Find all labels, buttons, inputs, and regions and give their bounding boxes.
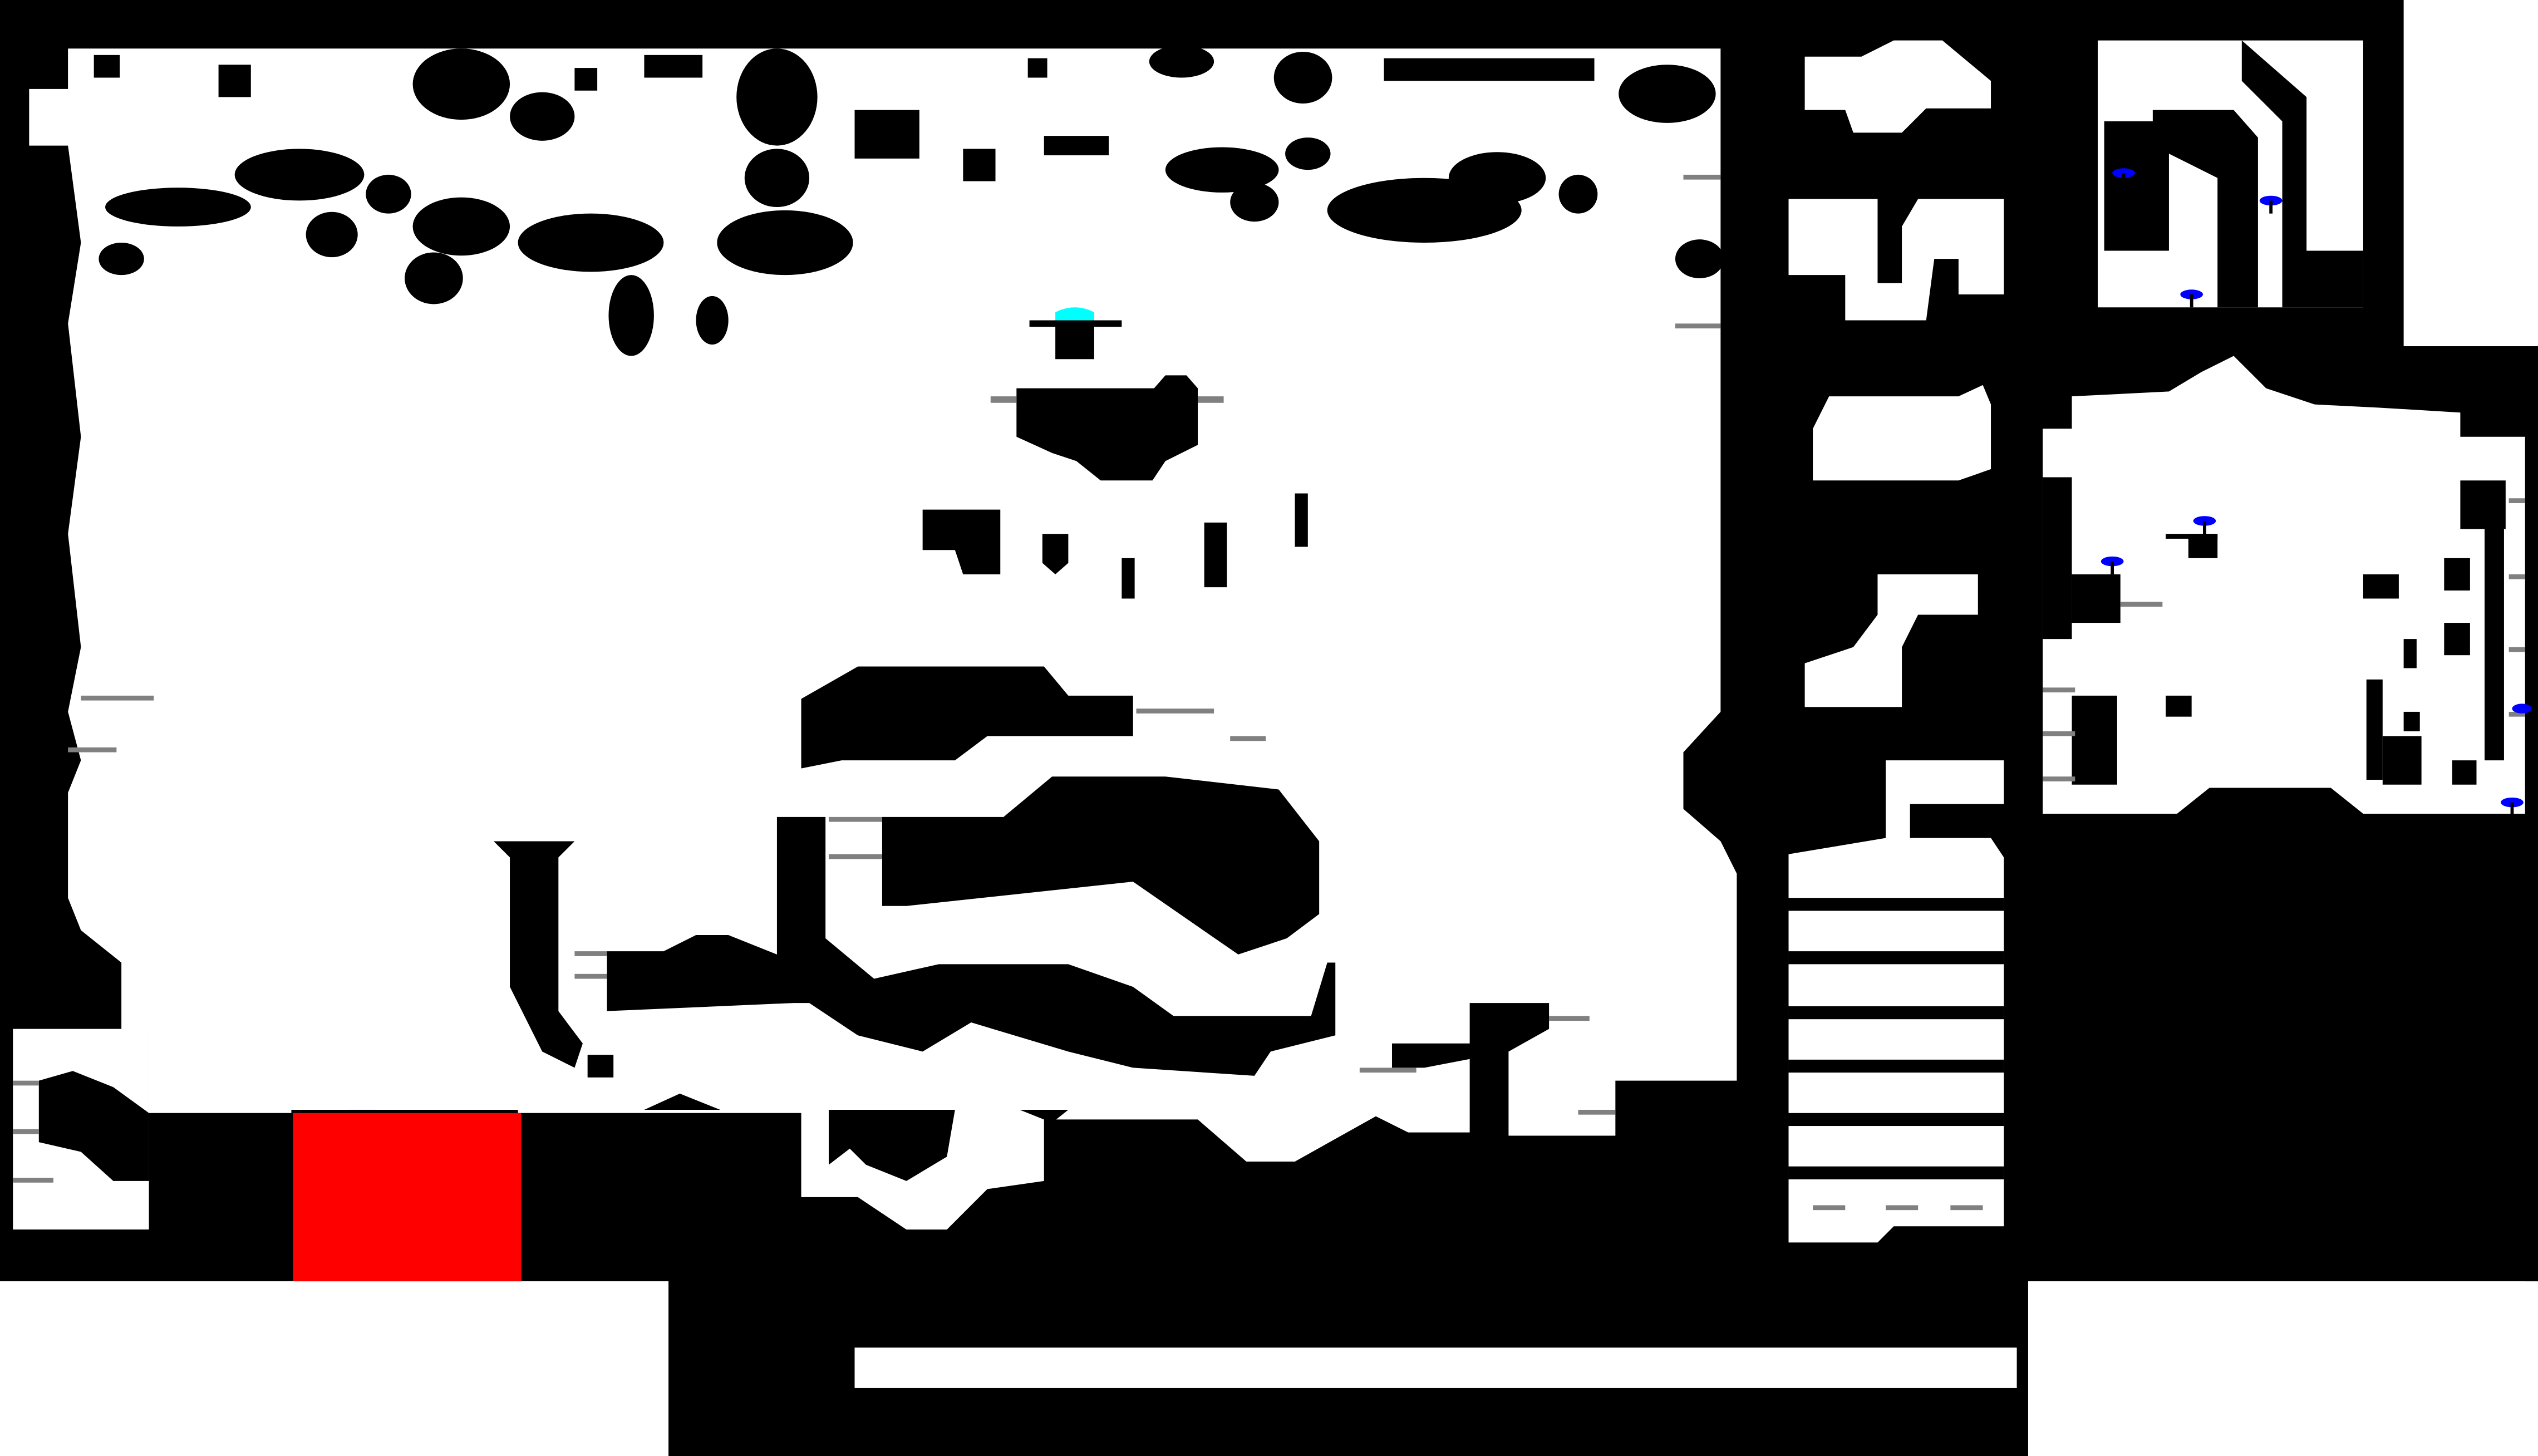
outside-bottom-left: [0, 1281, 669, 1456]
bottom-corridor: [854, 1347, 2017, 1388]
room-column-2: [1788, 199, 2004, 321]
floating-platforms: [348, 375, 1550, 1181]
right-room: [2043, 356, 2525, 814]
mushroom-icon: [2512, 704, 2532, 714]
room-column-3: [1813, 385, 1991, 481]
outside-top-right: [2403, 0, 2538, 347]
ceiling-rocks: [94, 45, 1724, 356]
mushrooms: [2101, 168, 2532, 814]
top-right-room-wall-2: [2241, 40, 2363, 308]
ladder-ledges: [1813, 1205, 1983, 1211]
room-column-1: [1804, 40, 1991, 133]
hazard-block: [293, 1113, 522, 1282]
outside-bottom-right-2: [2525, 814, 2538, 1282]
ladder-rungs: [1788, 898, 2004, 1179]
top-right-room-wall: [2104, 110, 2258, 308]
mushroom-icon: [2101, 556, 2124, 574]
thin-ledges: [13, 174, 1721, 1183]
main-cavern: [29, 48, 1737, 1230]
outside-bottom-right: [2028, 1281, 2538, 1456]
mushroom-icon: [2259, 195, 2283, 214]
mushroom-icon: [2193, 516, 2216, 534]
right-room-rocks: [2043, 477, 2506, 785]
lower-left-rock: [38, 1071, 149, 1181]
goal-marker-icon: [1055, 307, 1094, 321]
mushroom-icon: [2180, 289, 2203, 308]
right-room-ledges: [2043, 498, 2525, 781]
mushroom-icon: [2112, 168, 2135, 186]
room-column-4: [1804, 574, 1978, 707]
goal-pillar: [1055, 323, 1094, 360]
mushroom-icon: [2501, 797, 2524, 814]
